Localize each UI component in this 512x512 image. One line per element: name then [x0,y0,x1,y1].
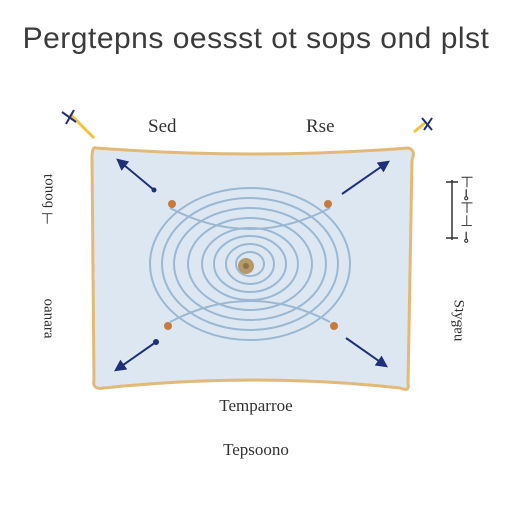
arrow-icon [341,160,390,195]
ring [187,217,313,311]
x-marker-icon [413,117,433,134]
arrow-tail-dot [153,339,159,345]
ring [213,235,287,293]
ring [149,187,351,341]
arrow-icon [114,341,157,372]
arrow-icon [116,158,155,191]
ring [235,251,265,277]
target-center-dot [243,263,249,269]
right-scale-icon [446,180,458,240]
x-marker-icon [61,109,96,140]
ring-cross-line [169,207,331,230]
ring [161,197,339,331]
label-right-lower: Sʇyᵷɐu [450,299,467,342]
node-dot-icon [330,322,338,330]
label-left-lower: ɐɹɐuɐo [39,298,56,339]
arrow-tail-dot [151,187,157,193]
label-right-upper: ⊢⊸⊢⊣ ⊸ [457,175,474,244]
label-top-right: Rse [306,116,335,137]
arrow-icon [345,337,388,368]
ring [173,207,327,321]
label-top-left: Sed [148,116,177,137]
label-bottom-secondary: Tepsoono [223,440,289,459]
ring-cross-line [169,300,331,323]
node-dot-icon [324,200,332,208]
node-dot-icon [168,200,176,208]
node-dot-icon [164,322,172,330]
concentric-rings [149,187,351,341]
label-bottom-primary: Temparroe [219,396,293,415]
label-left-upper: ⊣ ɓouoʇ [40,174,57,225]
page-title: Pergtepns oessst ot sops ond plst [22,22,490,55]
ring [225,243,275,285]
